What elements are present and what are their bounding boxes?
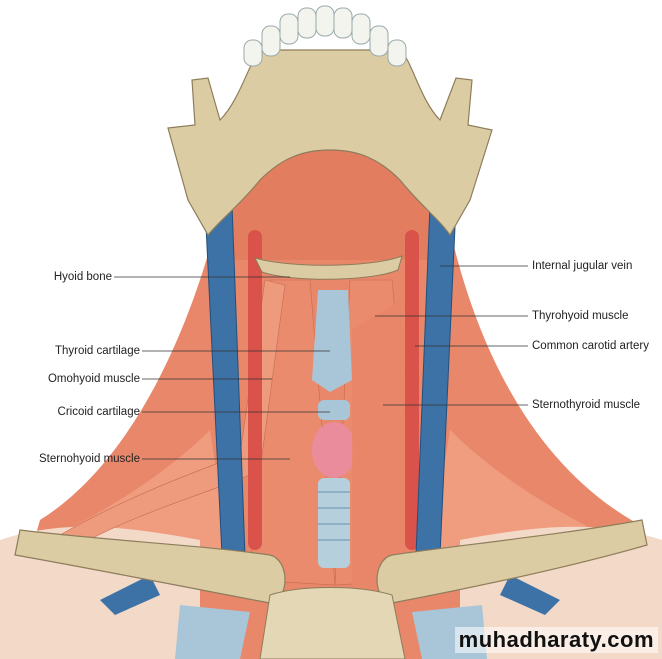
label-common-carotid-artery: Common carotid artery <box>532 340 649 352</box>
thyroid-cartilage <box>312 290 352 392</box>
label-omohyoid-muscle: Omohyoid muscle <box>47 373 140 385</box>
hyoid-bone <box>254 255 403 280</box>
sternothyroid-muscle <box>352 300 420 585</box>
label-sternohyoid-muscle: Sternohyoid muscle <box>39 453 140 465</box>
thyroid-gland <box>312 422 356 478</box>
watermark: muhadharaty.com <box>454 627 658 653</box>
label-sternothyroid-muscle: Sternothyroid muscle <box>532 399 641 411</box>
cricoid-cartilage <box>318 400 350 420</box>
label-hyoid-bone: Hyoid bone <box>53 271 112 283</box>
common-carotid-artery-right <box>405 230 419 550</box>
leader-lines <box>114 265 528 460</box>
teeth <box>243 5 407 67</box>
label-thyroid-cartilage: Thyroid cartilage <box>54 345 140 357</box>
common-carotid-artery-left <box>248 230 262 550</box>
label-thyrohyoid-muscle: Thyrohyoid muscle <box>532 310 629 322</box>
label-internal-jugular-vein: Internal jugular vein <box>532 260 633 272</box>
label-cricoid-cartilage: Cricoid cartilage <box>57 406 140 418</box>
sternum-manubrium <box>259 587 406 659</box>
clavicle-right <box>376 519 648 604</box>
clavicle-left <box>14 529 286 604</box>
